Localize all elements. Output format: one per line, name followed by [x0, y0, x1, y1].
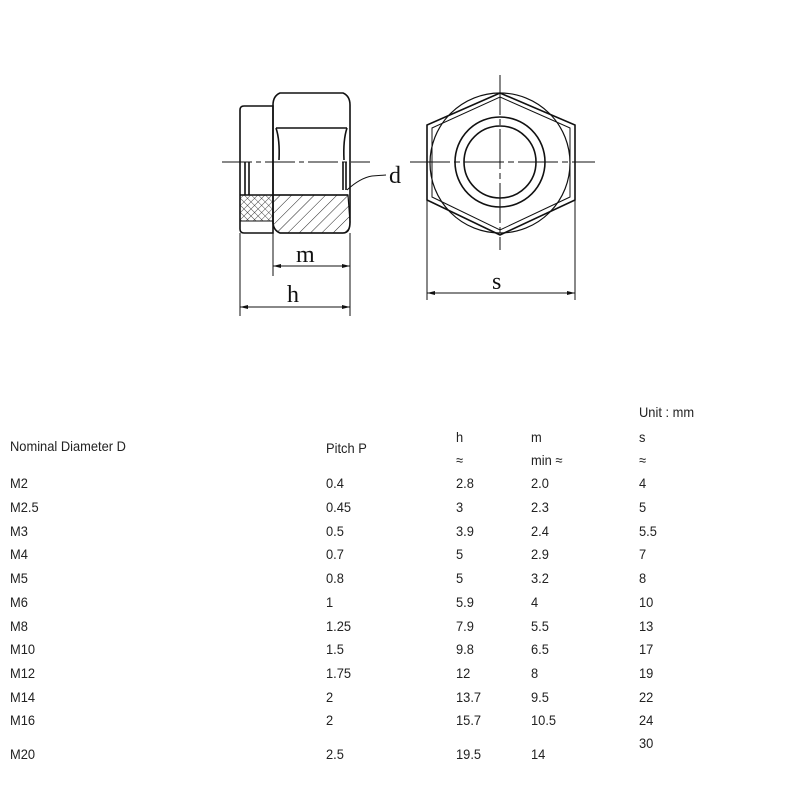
- table-cell: 5: [639, 499, 647, 515]
- table-cell: 2.5: [326, 746, 344, 762]
- table-cell: M12: [10, 665, 36, 681]
- table-cell: 8: [531, 665, 539, 681]
- d-leader-line: [346, 174, 387, 191]
- table-cell: 9.8: [456, 641, 474, 657]
- table-cell: 2: [326, 689, 334, 705]
- table-cell: M2: [10, 475, 28, 491]
- table-cell: 13: [639, 618, 654, 634]
- table-cell: M4: [10, 546, 28, 562]
- table-cell: 7: [639, 546, 647, 562]
- table-cell: 1.75: [326, 665, 352, 681]
- header-nominal-diameter: Nominal Diameter D: [10, 438, 126, 454]
- side-view: [239, 92, 351, 234]
- table-cell: 6.5: [531, 641, 549, 657]
- table-cell: 1: [326, 594, 334, 610]
- table-cell: M14: [10, 689, 36, 705]
- header-h: h: [456, 429, 464, 445]
- table-cell: M16: [10, 712, 36, 728]
- table-cell: M6: [10, 594, 28, 610]
- table-cell: M3: [10, 523, 28, 539]
- table-cell: 0.45: [326, 499, 352, 515]
- table-cell: 2.3: [531, 499, 549, 515]
- table-cell: 1.5: [326, 641, 344, 657]
- table-cell: 24: [639, 712, 654, 728]
- table-cell: 30: [639, 735, 654, 751]
- unit-label: Unit : mm: [639, 404, 695, 420]
- table-cell: 7.9: [456, 618, 474, 634]
- header-m: m: [531, 429, 542, 445]
- table-cell: 1.25: [326, 618, 352, 634]
- label-m: m: [296, 242, 315, 268]
- table-cell: 5.5: [639, 523, 657, 539]
- table-cell: M8: [10, 618, 28, 634]
- table-cell: 22: [639, 689, 654, 705]
- table-cell: M5: [10, 570, 28, 586]
- table-cell: 0.4: [326, 475, 344, 491]
- label-s: s: [492, 269, 501, 295]
- table-cell: 5: [456, 570, 464, 586]
- table-cell: 2.9: [531, 546, 549, 562]
- label-h: h: [287, 282, 299, 308]
- table-cell: 2.4: [531, 523, 549, 539]
- table-cell: 3: [456, 499, 464, 515]
- table-cell: M10: [10, 641, 36, 657]
- front-view: [426, 92, 576, 236]
- table-cell: 15.7: [456, 712, 482, 728]
- table-cell: 5.5: [531, 618, 549, 634]
- table-cell: 5.9: [456, 594, 474, 610]
- label-d: d: [389, 163, 401, 189]
- table-cell: 4: [531, 594, 539, 610]
- table-cell: 19.5: [456, 746, 482, 762]
- table-cell: 0.8: [326, 570, 344, 586]
- table-cell: 9.5: [531, 689, 549, 705]
- table-cell: 3.9: [456, 523, 474, 539]
- header-s-sub: ≈: [639, 452, 647, 468]
- table-cell: 3.2: [531, 570, 549, 586]
- table-cell: 13.7: [456, 689, 482, 705]
- table-cell: 0.7: [326, 546, 344, 562]
- table-cell: 2.8: [456, 475, 474, 491]
- table-cell: M20: [10, 746, 36, 762]
- front-centerlines: [410, 75, 595, 250]
- table-cell: 4: [639, 475, 647, 491]
- table-cell: 10.5: [531, 712, 557, 728]
- dimension-lines: [239, 200, 576, 316]
- header-m-sub: min ≈: [531, 452, 563, 468]
- table-cell: 14: [531, 746, 546, 762]
- table-cell: 19: [639, 665, 654, 681]
- header-pitch: Pitch P: [326, 440, 367, 456]
- header-s: s: [639, 429, 646, 445]
- table-cell: 2.0: [531, 475, 549, 491]
- table-cell: 8: [639, 570, 647, 586]
- table-cell: M2.5: [10, 499, 39, 515]
- table-cell: 10: [639, 594, 654, 610]
- table-cell: 2: [326, 712, 334, 728]
- table-cell: 17: [639, 641, 654, 657]
- table-cell: 0.5: [326, 523, 344, 539]
- table-cell: 5: [456, 546, 464, 562]
- table-cell: 12: [456, 665, 471, 681]
- nut-technical-drawing: d m h s: [222, 75, 595, 316]
- header-h-sub: ≈: [456, 452, 464, 468]
